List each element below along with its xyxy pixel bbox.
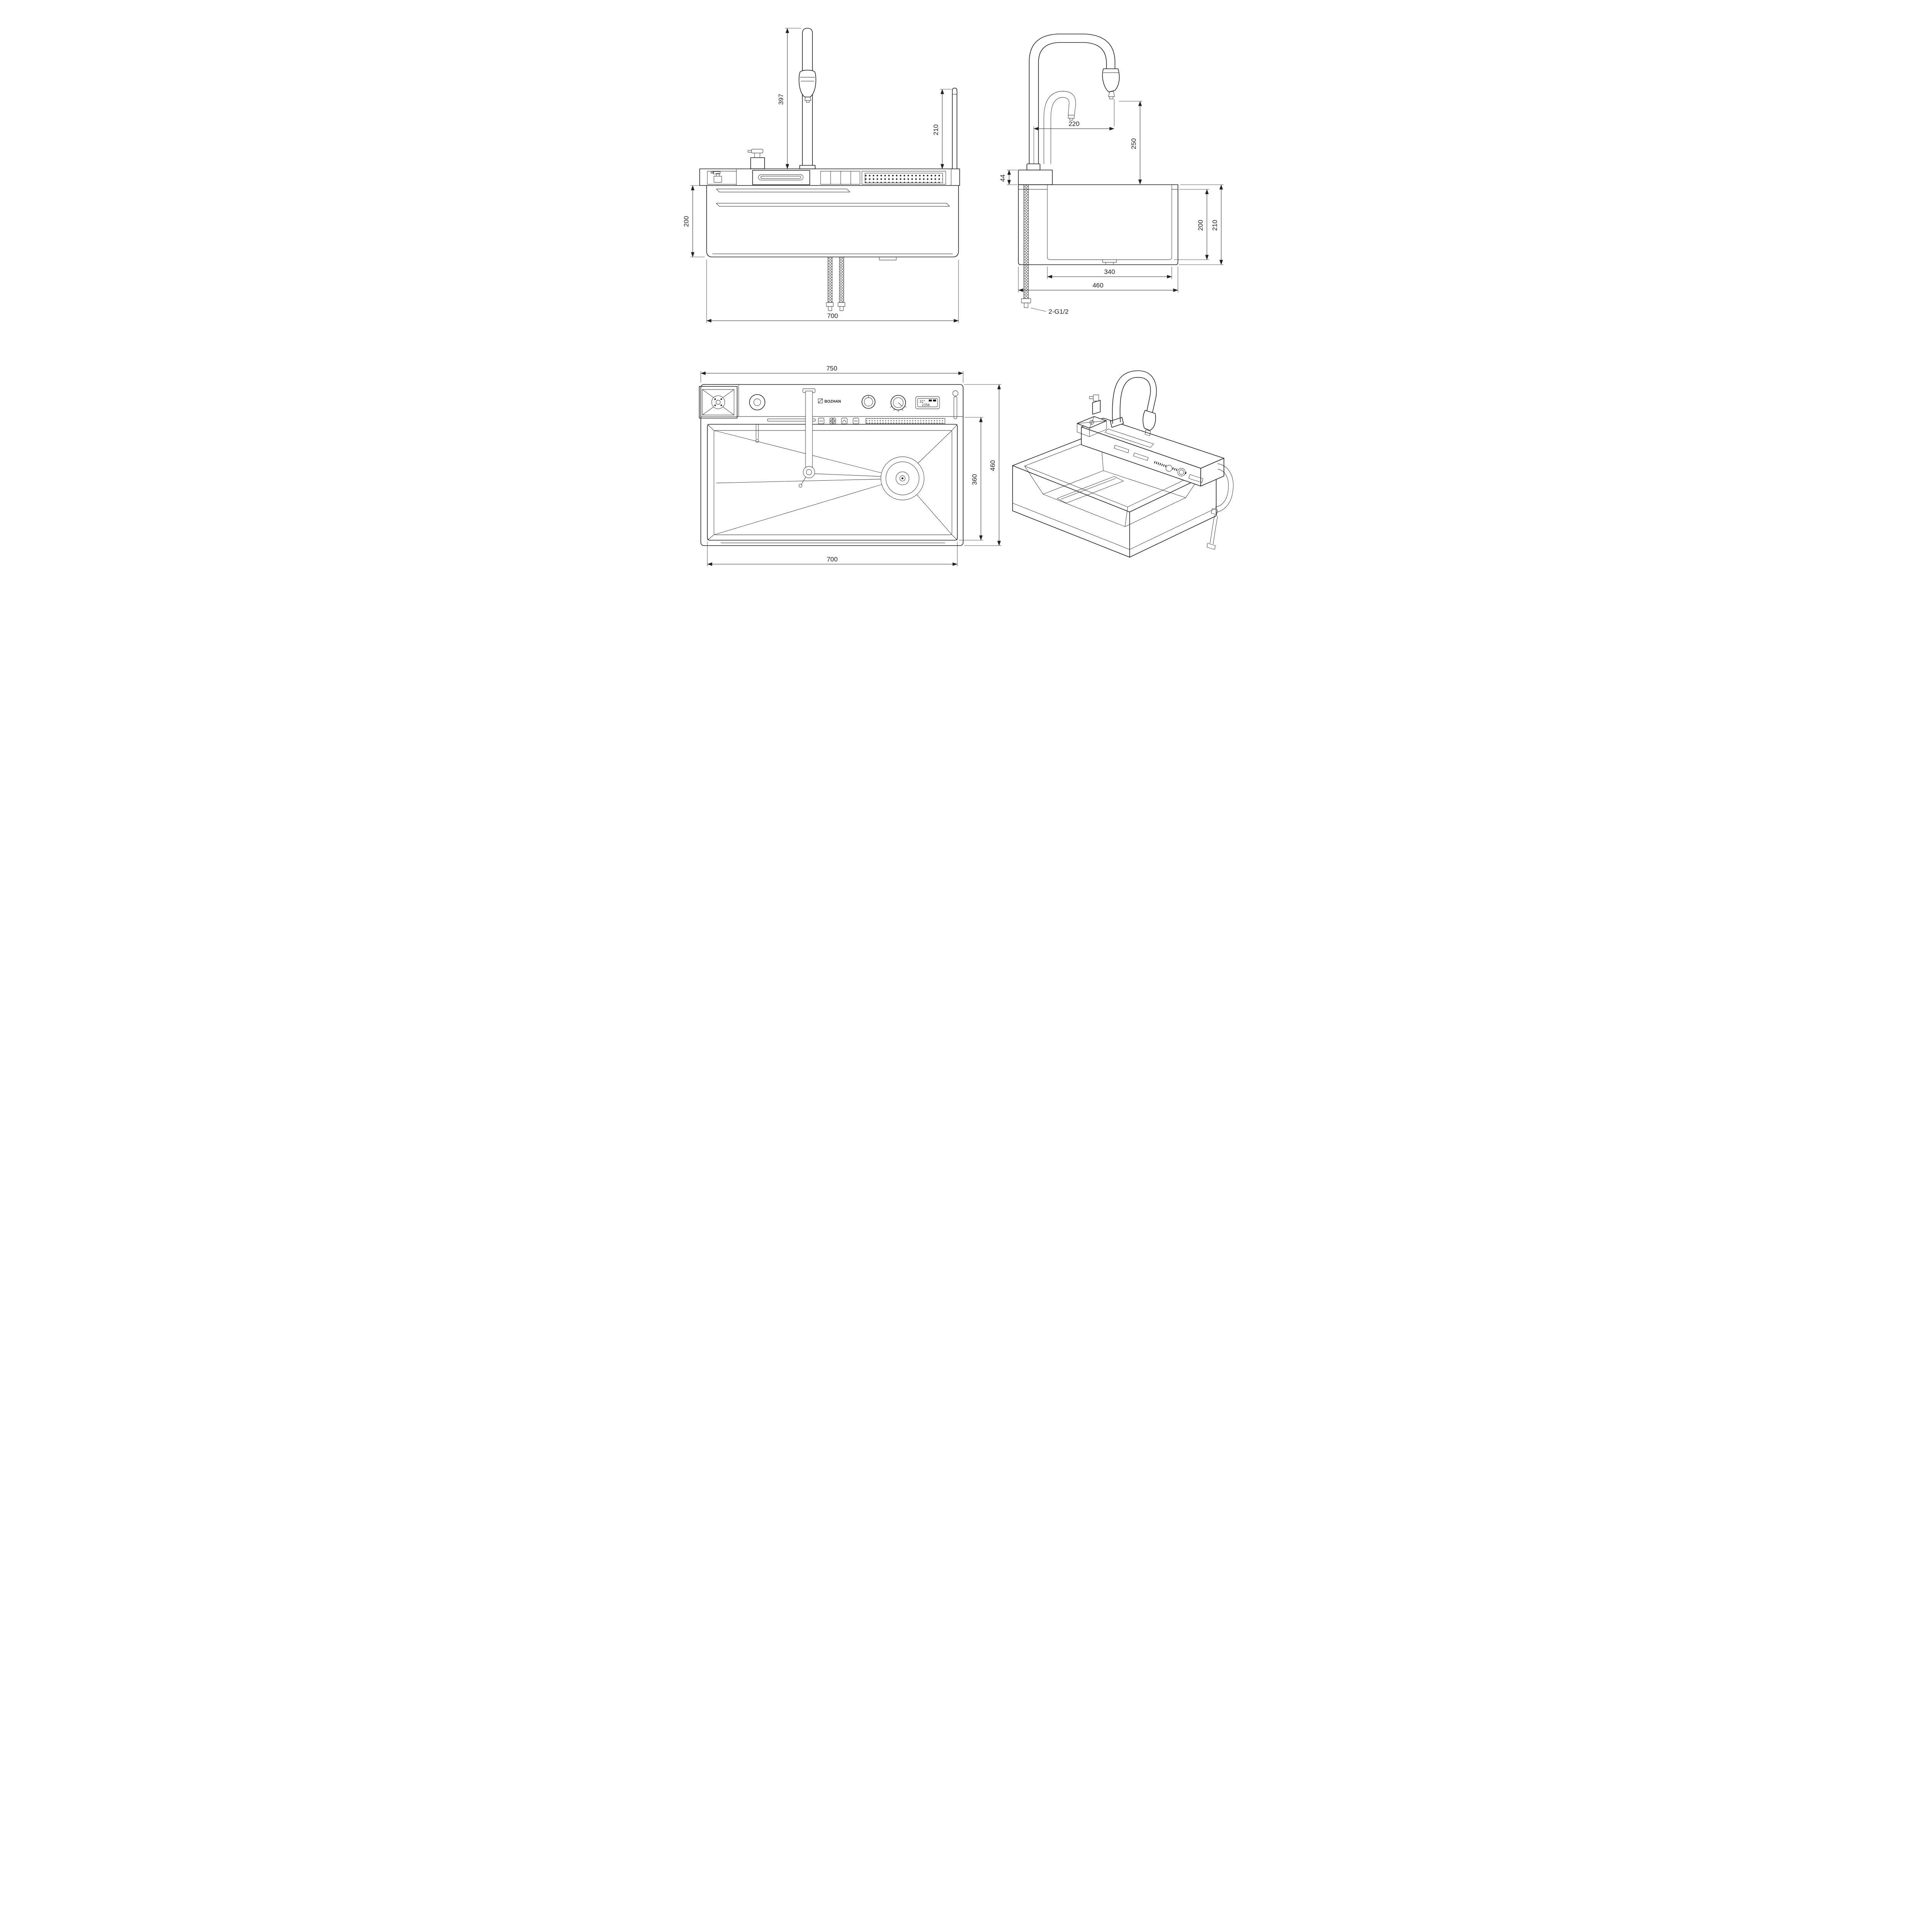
display-reading: 2356 — [922, 403, 930, 407]
front-supply-hoses — [826, 257, 845, 311]
plan-digital-display: 32° 2356 — [915, 396, 940, 409]
dim-side-inner-depth: 200 — [1174, 189, 1209, 260]
dim-label: 700 — [827, 556, 838, 563]
front-handle-rod — [952, 88, 957, 169]
brand-label: BOZHAN — [824, 400, 841, 404]
dim-side-deck-height: 44 — [999, 170, 1017, 185]
front-deck — [699, 168, 960, 186]
dim-label: 250 — [1130, 138, 1137, 149]
dim-label: 220 — [1069, 120, 1079, 128]
button-minus-left — [818, 418, 824, 424]
dim-side-spout-reach: 220 — [1033, 99, 1115, 164]
front-view: 397 210 200 700 — [683, 28, 960, 323]
iso-drain-groove — [1057, 476, 1124, 503]
front-perforated-panel — [862, 171, 946, 185]
dim-front-bowl-depth: 200 — [683, 185, 705, 257]
dim-plan-overall-length: 750 — [700, 365, 964, 383]
side-supply-hose — [1021, 184, 1031, 308]
iso-control-panel — [1114, 445, 1203, 483]
dim-plan-overall-depth: 460 — [964, 384, 1001, 546]
plan-control-buttons — [767, 418, 945, 424]
dim-plan-bowl-length: 360 — [959, 417, 983, 541]
dim-label: 397 — [777, 94, 785, 105]
dim-front-handle-height: 210 — [932, 89, 952, 169]
technical-drawing: 397 210 200 700 — [683, 28, 1234, 566]
dim-label: 340 — [1104, 268, 1115, 276]
iso-drain-grid-box — [1077, 416, 1107, 437]
dim-side-overall-depth: 460 — [1018, 267, 1178, 293]
dim-front-overall-width: 700 — [706, 260, 959, 323]
front-control-block — [820, 171, 860, 185]
plan-knob-small — [862, 395, 875, 409]
plan-handle-rod — [952, 390, 958, 419]
dim-label: 200 — [1197, 220, 1204, 231]
brand-logo-icon — [818, 398, 823, 403]
dim-label: 210 — [1211, 220, 1219, 231]
iso-supply-hose — [1207, 515, 1218, 550]
button-minus-right — [853, 418, 859, 424]
plan-drain-grid-box — [699, 386, 738, 418]
dim-side-spout-clearance: 250 — [1119, 101, 1142, 185]
front-faucet — [799, 28, 816, 169]
plan-outline — [700, 384, 964, 546]
plan-brand: BOZHAN — [818, 398, 841, 404]
dim-label: 460 — [989, 460, 996, 471]
side-sink-section — [1018, 170, 1178, 265]
plan-knob-large — [890, 395, 907, 412]
plan-grille-strip — [865, 418, 945, 424]
side-secondary-spout — [1043, 91, 1076, 164]
front-compartment-pump-icon — [710, 171, 722, 183]
front-basin — [706, 185, 959, 260]
iso-faucet — [1110, 370, 1157, 436]
side-faucet — [1026, 34, 1120, 170]
dim-side-outer-depth: 210 — [1179, 184, 1224, 265]
iso-waterfall-slot — [1105, 429, 1154, 448]
front-waterfall-module — [752, 170, 810, 185]
dim-label: 750 — [826, 365, 837, 372]
plan-faucet — [799, 388, 816, 488]
plan-basin-interior — [707, 424, 958, 541]
display-temperature: 32° — [919, 400, 925, 404]
dim-label: 210 — [932, 124, 940, 135]
side-thread-callout: 2-G1/2 — [1030, 308, 1069, 315]
iso-soap-dispenser — [1089, 395, 1101, 415]
dim-plan-bottom-width: 700 — [707, 542, 958, 566]
plan-drain — [880, 456, 925, 500]
iso-display — [1188, 474, 1203, 483]
dim-side-inner-width: 340 — [1047, 267, 1172, 279]
side-view: 220 250 44 200 210 340 — [999, 34, 1224, 315]
iso-side-spout — [1211, 463, 1234, 515]
drawing-sheet: 397 210 200 700 — [671, 0, 1246, 598]
dim-label: 460 — [1093, 282, 1103, 289]
iso-deck — [1077, 416, 1224, 486]
isometric-view — [1012, 370, 1234, 558]
dim-label: 44 — [999, 175, 1006, 182]
front-soap-dispenser — [748, 149, 765, 169]
waterfall-slot — [767, 418, 816, 422]
dim-front-faucet-height: 397 — [777, 28, 801, 169]
button-target — [829, 418, 836, 424]
thread-label: 2-G1/2 — [1049, 308, 1069, 315]
plan-view: BOZHAN 32° 2356 — [699, 365, 1001, 566]
dim-label: 360 — [971, 474, 978, 485]
button-wave — [841, 418, 848, 424]
dim-label: 700 — [827, 312, 838, 320]
dim-label: 200 — [683, 216, 690, 227]
plan-soap-dispenser — [749, 394, 765, 443]
